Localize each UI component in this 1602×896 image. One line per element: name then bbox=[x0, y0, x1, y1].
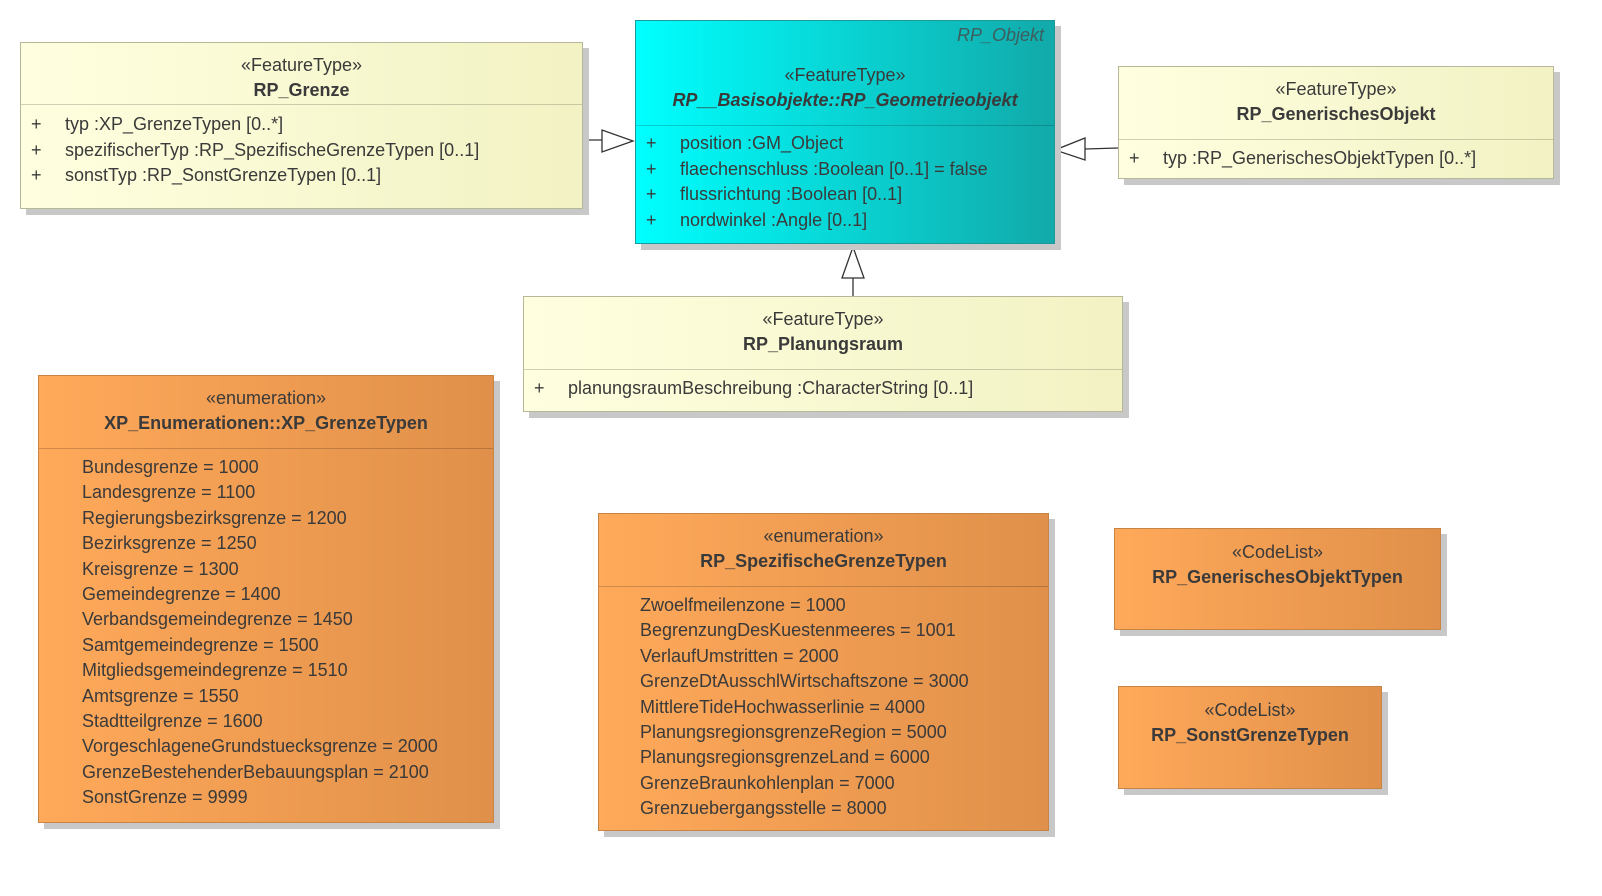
attribute-text: planungsraumBeschreibung :CharacterStrin… bbox=[568, 378, 974, 398]
enum-literal: Regierungsbezirksgrenze = 1200 bbox=[82, 507, 347, 528]
stereotype: «enumeration» bbox=[205, 388, 327, 408]
visibility-marker: + bbox=[1129, 148, 1140, 168]
attribute-compartment: + typ :XP_GrenzeTypen [0..*] + spezifische… bbox=[21, 104, 582, 189]
stereotype: «FeatureType» bbox=[240, 55, 363, 75]
class-name: XP_Enumerationen::XP_GrenzeTypen bbox=[104, 413, 428, 433]
visibility-marker: + bbox=[31, 165, 42, 185]
class-name: RP_GenerischesObjekt bbox=[1236, 104, 1436, 124]
parent-package-label: RP_Objekt bbox=[956, 25, 1044, 45]
enum-literal: SonstGrenze = 9999 bbox=[82, 787, 248, 808]
enum-literal: Stadtteilgrenze = 1600 bbox=[82, 711, 263, 732]
codelist-rp-generischesobjekttypen[interactable]: «CodeList» RP_GenerischesObjektTypen bbox=[1114, 528, 1441, 630]
visibility-marker: + bbox=[646, 184, 657, 204]
visibility-marker: + bbox=[31, 139, 42, 160]
enum-literal: GrenzeBraunkohlenplan = 7000 bbox=[640, 772, 895, 793]
attribute-compartment: + position :GM_Object + flaechenschluss :B… bbox=[636, 125, 1054, 233]
attribute-text: flussrichtung :Boolean [0..1] bbox=[680, 184, 903, 204]
generalization-generischesobjekt-to-geometrieobjekt bbox=[1053, 137, 1119, 161]
stereotype: «FeatureType» bbox=[784, 65, 906, 85]
class-name: RP_Grenze bbox=[253, 80, 350, 100]
literal-compartment: Bundesgrenze = 1000 Landesgrenze = 1100 … bbox=[39, 448, 493, 811]
enum-literal: VerlaufUmstritten = 2000 bbox=[640, 645, 839, 666]
enum-literal: Amtsgrenze = 1550 bbox=[82, 685, 239, 706]
class-name: RP_GenerischesObjektTypen bbox=[1152, 567, 1403, 587]
attribute-row: + flaechenschluss :Boolean [0..1] = false bbox=[646, 157, 1054, 183]
stereotype: «CodeList» bbox=[1204, 700, 1296, 720]
codelist-rp-sonstgrenzetypen[interactable]: «CodeList» RP_SonstGrenzeTypen bbox=[1118, 686, 1382, 789]
enum-literal: PlanungsregionsgrenzeRegion = 5000 bbox=[640, 722, 947, 743]
class-header: «enumeration» RP_SpezifischeGrenzeTypen bbox=[599, 514, 1048, 586]
class-header: «FeatureType» RP_GenerischesObjekt bbox=[1119, 67, 1553, 139]
class-name: RP_SpezifischeGrenzeTypen bbox=[700, 551, 947, 571]
enum-literal: VorgeschlageneGrundstuecksgrenze = 2000 bbox=[82, 736, 438, 757]
class-name: RP__Basisobjekte::RP_Geometrieobjekt bbox=[672, 90, 1018, 110]
attribute-text: nordwinkel :Angle [0..1] bbox=[680, 209, 868, 230]
enum-literal: Mitgliedsgemeindegrenze = 1510 bbox=[82, 660, 348, 681]
attribute-row: + typ :XP_GrenzeTypen [0..*] bbox=[31, 112, 582, 138]
enum-literal: Bundesgrenze = 1000 bbox=[82, 457, 259, 477]
enum-literal: Zwoelfmeilenzone = 1000 bbox=[640, 595, 846, 615]
enum-literal: Samtgemeindegrenze = 1500 bbox=[82, 634, 319, 655]
visibility-marker: + bbox=[31, 114, 42, 134]
class-header: «FeatureType» RP_Planungsraum bbox=[524, 297, 1122, 369]
class-header: «FeatureType» RP__Basisobjekte::RP_Geome… bbox=[636, 21, 1054, 125]
visibility-marker: + bbox=[646, 133, 657, 153]
attribute-text: typ :XP_GrenzeTypen [0..*] bbox=[65, 114, 284, 134]
enum-literal: Kreisgrenze = 1300 bbox=[82, 558, 239, 579]
enum-literal: PlanungsregionsgrenzeLand = 6000 bbox=[640, 747, 930, 768]
attribute-compartment: + typ :RP_GenerischesObjektTypen [0..*] bbox=[1119, 139, 1553, 172]
class-header: «enumeration» XP_Enumerationen::XP_Grenz… bbox=[39, 376, 493, 448]
visibility-marker: + bbox=[646, 209, 657, 230]
stereotype: «FeatureType» bbox=[1275, 79, 1397, 99]
attribute-row: + sonstTyp :RP_SonstGrenzeTypen [0..1] bbox=[31, 163, 582, 189]
enum-literal: Landesgrenze = 1100 bbox=[82, 482, 256, 503]
attribute-text: sonstTyp :RP_SonstGrenzeTypen [0..1] bbox=[65, 165, 382, 185]
enum-literal: GrenzeBestehenderBebauungsplan = 2100 bbox=[82, 761, 429, 782]
class-name: RP_SonstGrenzeTypen bbox=[1151, 725, 1349, 745]
stereotype: «CodeList» bbox=[1231, 542, 1324, 562]
enum-rp-spezifischegrenzetypen[interactable]: «enumeration» RP_SpezifischeGrenzeTypen … bbox=[598, 513, 1049, 831]
enum-literal: Verbandsgemeindegrenze = 1450 bbox=[82, 609, 353, 630]
attribute-compartment: + planungsraumBeschreibung :CharacterStri… bbox=[524, 369, 1122, 402]
stereotype: «enumeration» bbox=[763, 526, 884, 546]
enum-literal: Gemeindegrenze = 1400 bbox=[82, 584, 281, 605]
attribute-row: + position :GM_Object bbox=[646, 131, 1054, 157]
enum-literal: GrenzeDtAusschlWirtschaftszone = 3000 bbox=[640, 671, 969, 692]
enum-literal: BegrenzungDesKuestenmeeres = 1001 bbox=[640, 620, 956, 641]
class-rp-geometrieobjekt[interactable]: RP_Objekt «FeatureType» RP__Basisobjekte… bbox=[635, 20, 1055, 244]
attribute-row: + flussrichtung :Boolean [0..1] bbox=[646, 182, 1054, 208]
enum-literal: MittlereTideHochwasserlinie = 4000 bbox=[640, 696, 925, 717]
class-header: «CodeList» RP_SonstGrenzeTypen bbox=[1119, 687, 1381, 748]
attribute-row: + planungsraumBeschreibung :CharacterStri… bbox=[534, 376, 1122, 402]
class-rp-generischesobjekt[interactable]: «FeatureType» RP_GenerischesObjekt + typ … bbox=[1118, 66, 1554, 179]
enum-literal: Bezirksgrenze = 1250 bbox=[82, 533, 257, 554]
visibility-marker: + bbox=[534, 378, 545, 398]
stereotype: «FeatureType» bbox=[762, 309, 884, 329]
class-rp-planungsraum[interactable]: «FeatureType» RP_Planungsraum + planungsr… bbox=[523, 296, 1123, 412]
attribute-text: position :GM_Object bbox=[680, 133, 844, 153]
generalization-planungsraum-to-geometrieobjekt bbox=[841, 245, 865, 300]
attribute-row: + spezifischerTyp :RP_SpezifischeGrenzeTy… bbox=[31, 138, 582, 164]
literal-compartment: Zwoelfmeilenzone = 1000 BegrenzungDesKue… bbox=[599, 586, 1048, 822]
attribute-row: + typ :RP_GenerischesObjektTypen [0..*] bbox=[1129, 146, 1553, 172]
class-rp-grenze[interactable]: «FeatureType» RP_Grenze + typ :XP_GrenzeT… bbox=[20, 42, 583, 209]
attribute-row: + nordwinkel :Angle [0..1] bbox=[646, 208, 1054, 234]
attribute-text: flaechenschluss :Boolean [0..1] = false bbox=[680, 158, 988, 179]
class-header: «FeatureType» RP_Grenze bbox=[21, 43, 582, 104]
enum-xp-grenzetypen[interactable]: «enumeration» XP_Enumerationen::XP_Grenz… bbox=[38, 375, 494, 823]
attribute-text: typ :RP_GenerischesObjektTypen [0..*] bbox=[1163, 148, 1477, 168]
generalization-grenze-to-geometrieobjekt bbox=[583, 129, 635, 153]
class-header: «CodeList» RP_GenerischesObjektTypen bbox=[1115, 529, 1440, 590]
attribute-text: spezifischerTyp :RP_SpezifischeGrenzeTyp… bbox=[65, 139, 480, 160]
enum-literal: Grenzuebergangsstelle = 8000 bbox=[640, 798, 887, 819]
class-name: RP_Planungsraum bbox=[742, 334, 904, 354]
visibility-marker: + bbox=[646, 158, 657, 179]
